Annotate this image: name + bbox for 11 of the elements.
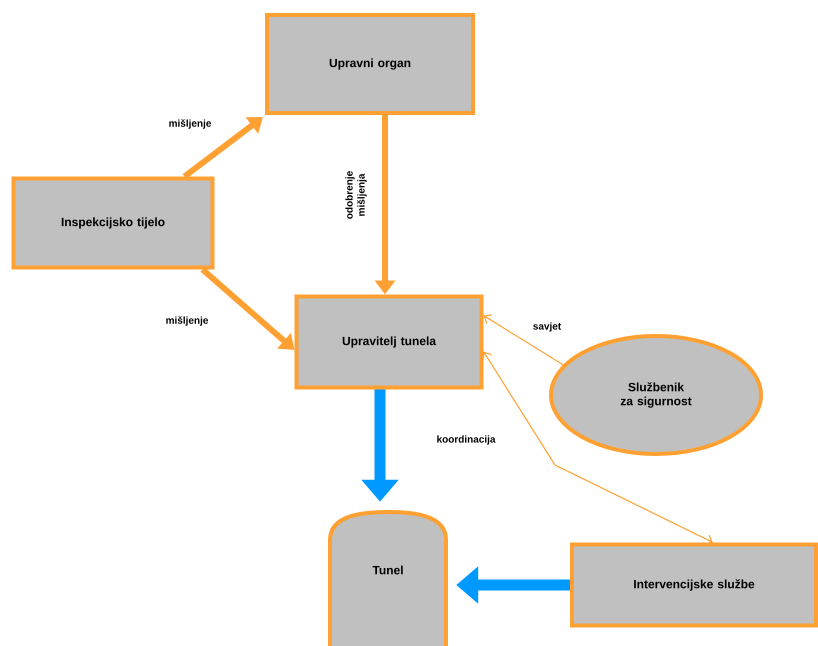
edge-label: odobrenje mišljenja xyxy=(344,163,368,227)
process-box: Upravni organ xyxy=(265,13,475,115)
process-box: Inspekcijsko tijelo xyxy=(12,176,214,270)
process-box: Intervencijske službe xyxy=(570,542,818,628)
edge-label: koordinacija xyxy=(436,434,496,446)
edge-label: mišljenje xyxy=(168,118,212,130)
arrow xyxy=(484,314,564,366)
edge-label: savjet xyxy=(532,321,562,333)
edge-label: mišljenje xyxy=(164,315,210,327)
process-box: Upravitelj tunela xyxy=(294,294,484,390)
arrow xyxy=(482,352,714,545)
